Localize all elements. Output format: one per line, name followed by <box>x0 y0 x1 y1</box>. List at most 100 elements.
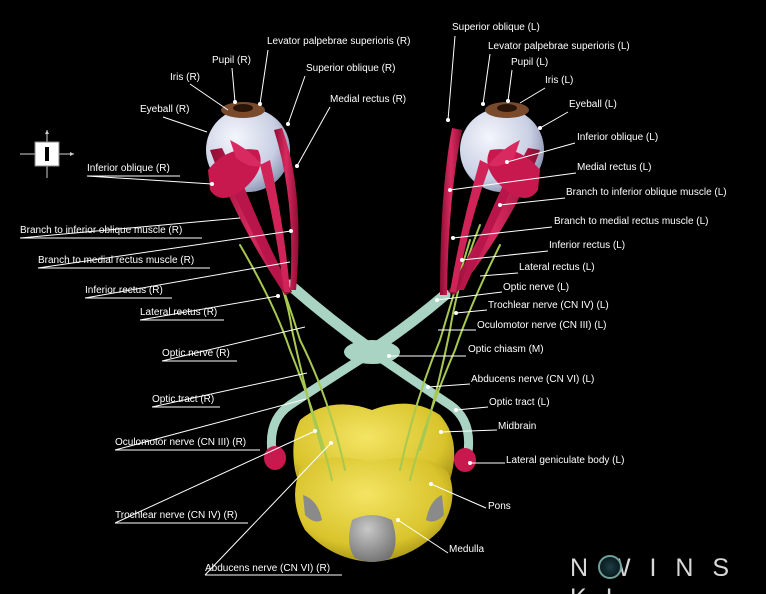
logo-globe-icon <box>598 555 622 579</box>
label-inferior-oblique-right: Inferior oblique (R) <box>87 163 170 174</box>
label-optic-nerve-right: Optic nerve (R) <box>162 348 230 359</box>
label-optic-tract-right: Optic tract (R) <box>152 394 215 405</box>
dot <box>460 258 464 262</box>
lev-palp-left-shape <box>488 140 520 167</box>
leader-medial-rectus-l <box>449 172 577 191</box>
eye-left <box>440 102 544 295</box>
leader-lat-rectus-r <box>139 295 279 321</box>
label-optic-tract-left: Optic tract (L) <box>489 397 550 408</box>
dot <box>258 102 262 106</box>
optic-chiasm-shape <box>344 340 400 364</box>
dot <box>446 118 450 122</box>
leader-eyeball-l <box>539 111 569 129</box>
dot <box>505 160 509 164</box>
dot <box>506 99 510 103</box>
medial-rectus-left-shape <box>450 160 490 292</box>
label-superior-oblique-left: Superior oblique (L) <box>452 22 540 33</box>
label-pupil-left: Pupil (L) <box>511 57 549 68</box>
leader-pons <box>430 483 487 509</box>
dot <box>289 229 293 233</box>
leader-inf-oblique-l <box>506 142 576 163</box>
medulla-side-right <box>426 495 444 522</box>
dot <box>468 461 472 465</box>
leader-midbrain <box>440 429 498 433</box>
leader-branch-io-l <box>499 197 566 206</box>
leader-trochlear-r <box>114 430 316 524</box>
pons-shape <box>295 457 453 562</box>
dot <box>439 430 443 434</box>
dot <box>454 311 458 315</box>
medial-rectus-right-shape <box>260 160 290 292</box>
label-optic-nerve-left: Optic nerve (L) <box>503 282 570 293</box>
leader-trochlear-l <box>455 309 488 314</box>
label-branch-medial-rectus-right: Branch to medial rectus muscle (R) <box>38 255 195 266</box>
label-inferior-rectus-right: Inferior rectus (R) <box>85 285 163 296</box>
leader-optic-tract-r <box>151 372 308 408</box>
inf-rectus-left-shape <box>458 170 520 290</box>
leader-optic-tract-l <box>455 406 489 411</box>
leader-medial-rectus-r <box>296 106 331 167</box>
leader-inf-oblique-r <box>86 175 213 185</box>
dot <box>498 203 502 207</box>
sup-oblique-right-shape <box>274 128 299 290</box>
dot <box>448 188 452 192</box>
leader-oculomotor-r <box>114 398 307 451</box>
label-trochlear-nerve-right: Trochlear nerve (CN IV) (R) <box>115 510 238 521</box>
leader-medulla <box>397 519 449 554</box>
nowinski-logo: N W I N S K I <box>570 553 752 594</box>
inf-rectus-right-shape <box>225 172 288 290</box>
eye-right <box>206 102 299 295</box>
dot <box>295 164 299 168</box>
leader-endpoints <box>210 99 542 522</box>
label-lateral-rectus-right: Lateral rectus (R) <box>140 307 218 318</box>
label-iris-left: Iris (L) <box>545 75 574 86</box>
pupil-left-shape <box>497 104 517 112</box>
leader-inf-rectus-l <box>461 250 549 261</box>
label-medulla: Medulla <box>449 544 485 555</box>
dot <box>429 482 433 486</box>
leader-abducens-r <box>204 442 332 576</box>
leader-branch-mr-l <box>452 226 553 239</box>
dot <box>313 429 317 433</box>
label-superior-oblique-right: Superior oblique (R) <box>306 63 396 74</box>
leader-lat-rectus-l <box>479 272 519 277</box>
label-medial-rectus-left: Medial rectus (L) <box>577 162 652 173</box>
dot <box>329 441 333 445</box>
label-optic-chiasm: Optic chiasm (M) <box>468 344 544 355</box>
label-oculomotor-nerve-right: Oculomotor nerve (CN III) (R) <box>115 437 247 448</box>
dot <box>481 102 485 106</box>
dot <box>426 385 430 389</box>
label-branch-medial-rectus-left: Branch to medial rectus muscle (L) <box>554 216 709 227</box>
dot <box>210 182 214 186</box>
label-eyeball-right: Eyeball (R) <box>140 104 190 115</box>
dot <box>387 354 391 358</box>
leader-iris-l <box>519 87 546 104</box>
leader-branch-mr-r <box>37 230 292 269</box>
dot <box>451 236 455 240</box>
sup-oblique-left-shape <box>440 128 462 295</box>
label-medial-rectus-right: Medial rectus (R) <box>330 94 407 105</box>
leader-lines <box>19 35 577 576</box>
lgb-left-shape <box>454 448 476 472</box>
leader-optic-nerve-l <box>436 291 503 301</box>
leader-lev-palp-r <box>259 49 269 105</box>
label-lateral-geniculate-body-left: Lateral geniculate body (L) <box>506 455 625 466</box>
label-underlines <box>20 175 342 576</box>
dot <box>396 518 400 522</box>
label-pons: Pons <box>488 501 511 512</box>
logo-text: N W I N S K I <box>570 554 736 594</box>
label-eyeball-left: Eyeball (L) <box>569 99 617 110</box>
orientation-widget-icon[interactable] <box>20 130 74 178</box>
label-midbrain: Midbrain <box>498 421 537 432</box>
leader-eyeball-r <box>162 116 208 133</box>
dot <box>233 100 237 104</box>
leader-inf-rectus-r <box>84 261 291 299</box>
abducens-nerve-left-shape <box>409 244 501 481</box>
label-trochlear-nerve-left: Trochlear nerve (CN IV) (L) <box>488 300 609 311</box>
label-inferior-rectus-left: Inferior rectus (L) <box>549 240 626 251</box>
label-lateral-rectus-left: Lateral rectus (L) <box>519 262 595 273</box>
leader-optic-nerve-r <box>161 326 306 362</box>
medulla-side-left <box>303 495 322 522</box>
label-inferior-oblique-left: Inferior oblique (L) <box>577 132 659 143</box>
